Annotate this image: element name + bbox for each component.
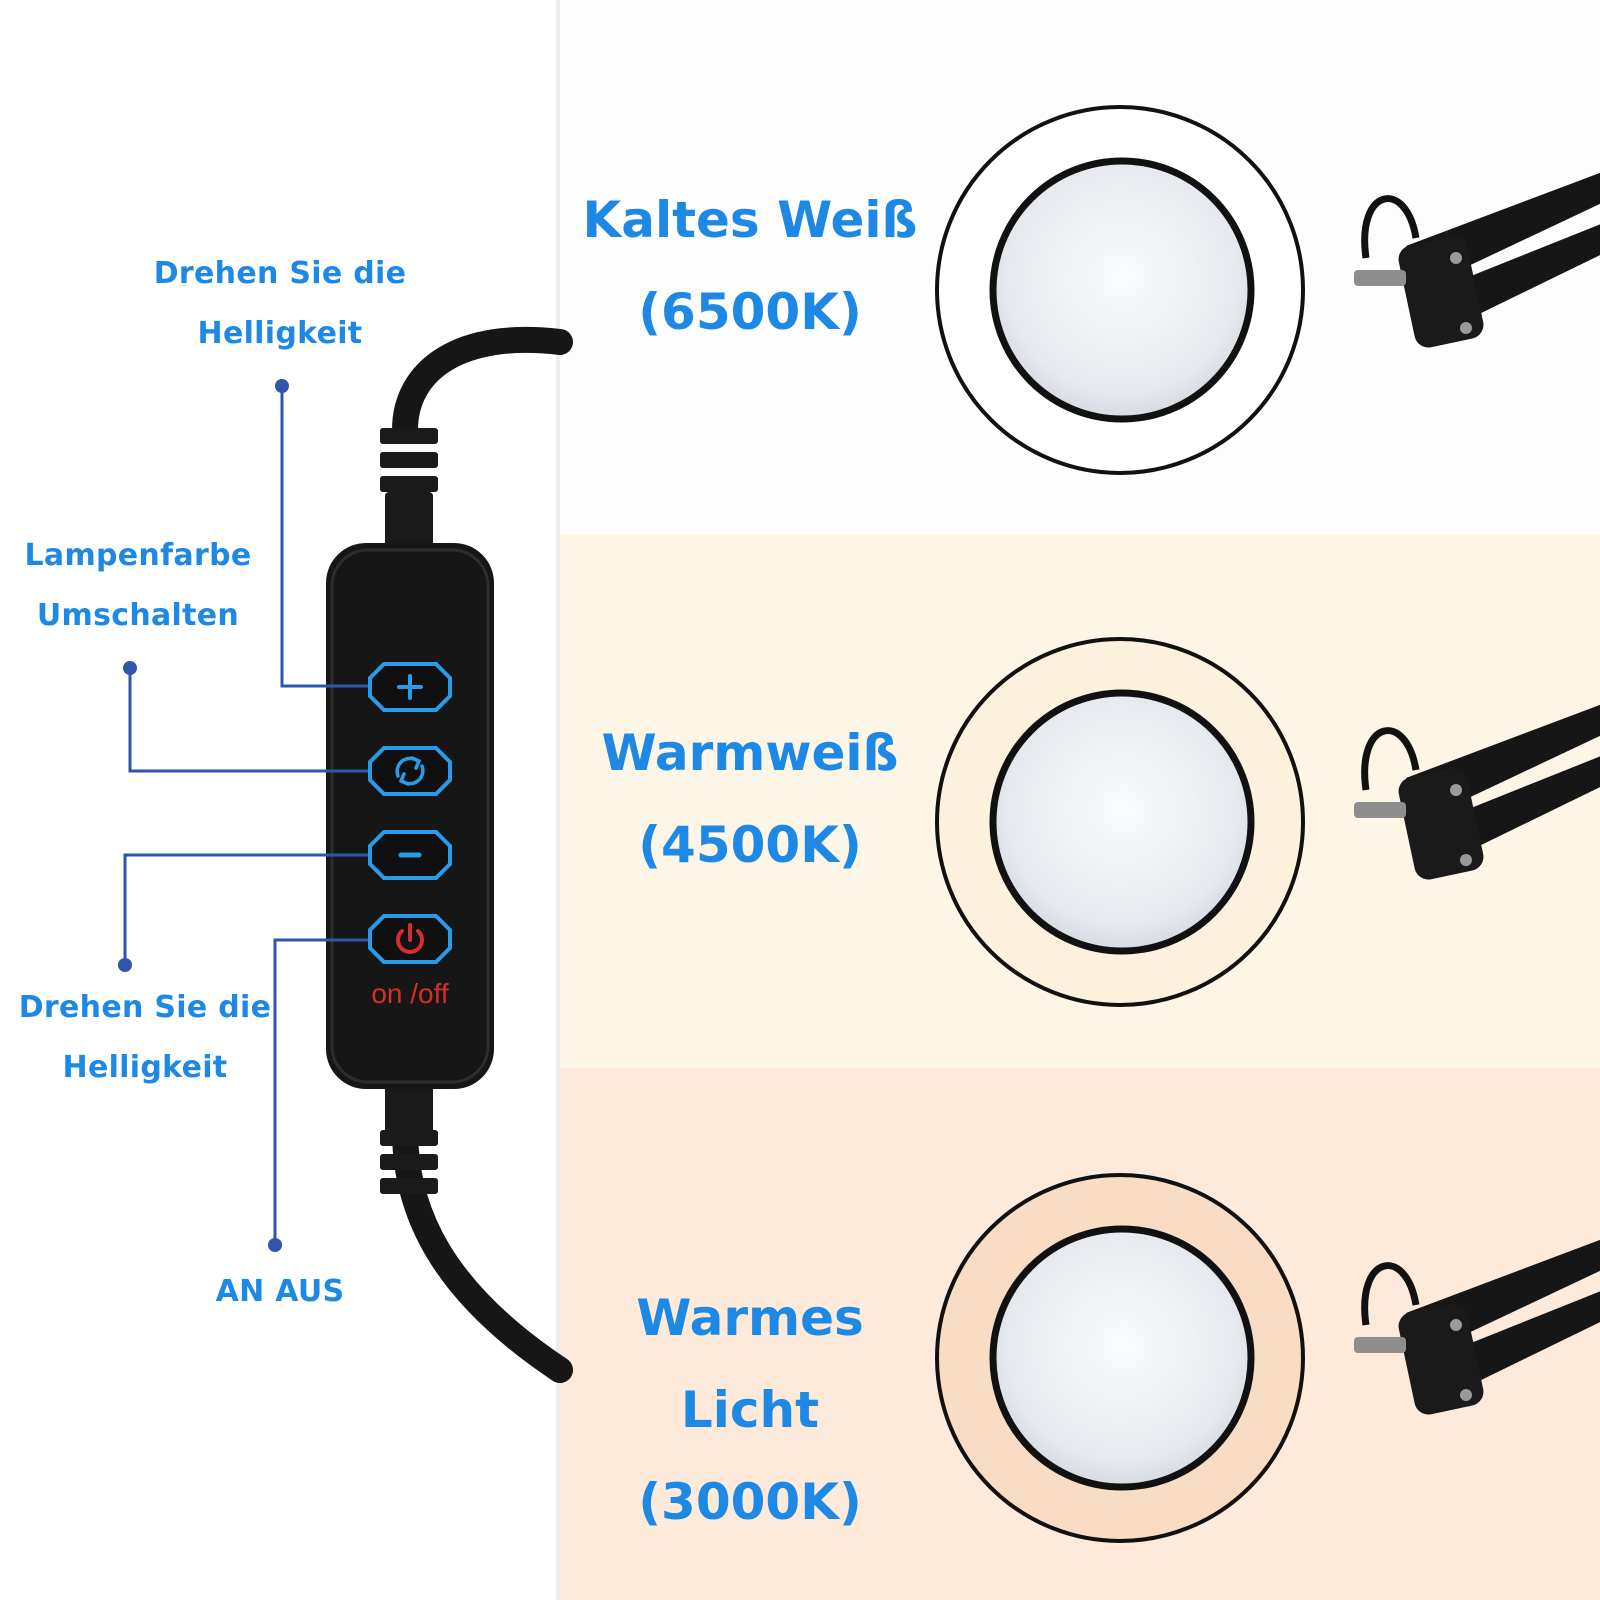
connector-lines [123, 386, 368, 1245]
warm-light-title: Warmes Licht (3000K) [570, 1272, 930, 1548]
controller-bevel [330, 548, 490, 1084]
warm-white-name: Warmweiß [601, 724, 899, 782]
power-icon [396, 923, 424, 954]
connector-dots [118, 379, 289, 1252]
cold-white-kelvin: (6500K) [638, 283, 862, 341]
minus-button[interactable] [368, 830, 452, 880]
plus-button-label-line-2: Helligkeit [197, 316, 363, 351]
warm-light-lens [989, 1225, 1255, 1491]
minus-button-label: Drehen Sie die Helligkeit [0, 978, 290, 1098]
warm-white-lamp [935, 637, 1600, 1007]
cold-white-lamp [935, 105, 1600, 475]
panel-divider [556, 0, 560, 1600]
color-button-label-line-2: Umschalten [36, 598, 240, 633]
cold-white-title: Kaltes Weiß (6500K) [570, 174, 930, 358]
plus-button-label: Drehen Sie die Helligkeit [120, 244, 440, 364]
warm-light-kelvin: (3000K) [638, 1473, 862, 1531]
plus-button[interactable] [368, 662, 452, 712]
power-caption: on /off [371, 978, 449, 1009]
warm-light-lamp [935, 1173, 1600, 1543]
warm-white-title: Warmweiß (4500K) [570, 707, 930, 891]
color-switch-button[interactable] [368, 746, 452, 796]
minus-button-label-line-1: Drehen Sie die [18, 990, 272, 1025]
cold-white-lens [989, 157, 1255, 423]
warm-white-lens [989, 689, 1255, 955]
power-button[interactable] [368, 914, 452, 964]
plus-button-label-line-1: Drehen Sie die [153, 256, 407, 291]
color-button-label: Lampenfarbe Umschalten [0, 526, 276, 646]
warm-light-name: Warmes Licht [636, 1289, 864, 1439]
minus-button-label-line-2: Helligkeit [62, 1050, 228, 1085]
plus-icon [397, 674, 423, 700]
warm-white-kelvin: (4500K) [638, 816, 862, 874]
cycle-arrows-icon [395, 756, 425, 786]
cable-strain-relief [380, 428, 438, 1194]
power-button-label-line-1: AN AUS [215, 1274, 345, 1309]
power-button-label: AN AUS [160, 1262, 400, 1322]
color-button-label-line-1: Lampenfarbe [24, 538, 252, 573]
cold-white-name: Kaltes Weiß [582, 191, 918, 249]
